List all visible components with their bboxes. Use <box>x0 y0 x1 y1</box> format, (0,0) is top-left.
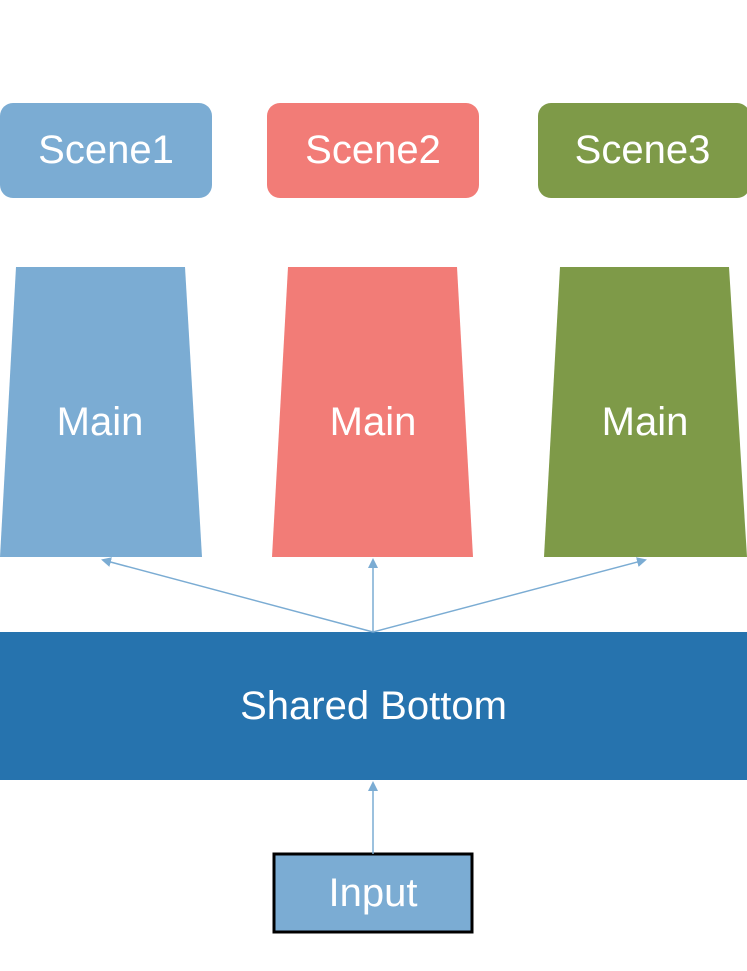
tower-2-shape <box>272 267 473 557</box>
scene-3-box <box>538 103 747 198</box>
scene-1-box <box>0 103 212 198</box>
scene-2-label: Scene2 <box>305 128 441 172</box>
input-label: Input <box>328 870 418 915</box>
tower-3-shape <box>544 267 747 557</box>
arrow-to-tower-3 <box>372 557 647 633</box>
tower-2-label: Main <box>329 400 417 444</box>
input-box-shape <box>272 852 474 934</box>
scene-2-box <box>267 103 479 198</box>
arrow-to-tower-1 <box>101 557 374 633</box>
tower-3-label: Main <box>601 400 689 444</box>
scene-1-label: Scene1 <box>38 128 174 172</box>
shared-bottom-label: Shared Bottom <box>240 683 507 728</box>
tower-1-shape <box>0 267 202 557</box>
scene-3-label: Scene3 <box>574 128 711 172</box>
tower-1-label: Main <box>56 400 144 444</box>
shared-bottom-shape <box>0 632 747 780</box>
